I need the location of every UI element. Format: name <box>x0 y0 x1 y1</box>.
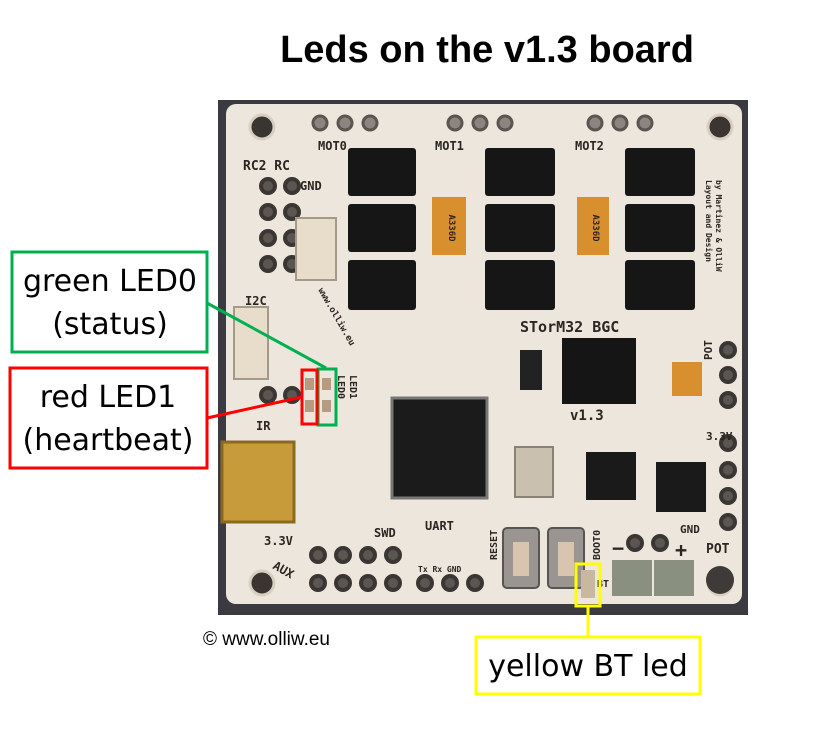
motor-drivers <box>348 148 695 310</box>
label-boot0: BOOT0 <box>592 530 603 560</box>
label-minus: − <box>612 536 624 560</box>
label-v33-right: 3.3V <box>706 430 733 443</box>
label-line1: yellow BT led <box>488 649 688 684</box>
label-i2c: I2C <box>245 294 267 308</box>
label-uart: UART <box>425 519 454 533</box>
label-line1: green LED0 <box>23 264 197 299</box>
copyright: © www.olliw.eu <box>203 629 330 650</box>
board-name: STorM32 BGC <box>520 318 619 336</box>
label-gnd: GND <box>300 179 322 193</box>
label-cap: A336D <box>446 214 456 242</box>
led1-highlight <box>300 368 319 426</box>
label-pot-top: POT <box>702 340 715 360</box>
label-uart-pins: Tx Rx GND <box>418 565 462 574</box>
label-plus: + <box>675 538 687 562</box>
board-photo: A336D A336D <box>218 100 748 615</box>
label-rc: RC2 RC <box>243 159 290 174</box>
label-gnd-right: GND <box>680 523 700 536</box>
callout-green-led0: green LED0 (status) <box>10 250 338 427</box>
label-mot1: MOT1 <box>435 139 464 153</box>
label-cap: A336D <box>590 214 600 242</box>
label-swd: SWD <box>374 526 396 540</box>
callout-yellow-bt-led: yellow BT led <box>474 562 702 696</box>
label-bt: BT <box>597 579 609 590</box>
label-ir: IR <box>256 419 271 433</box>
label-design: Layout and Design <box>704 180 714 262</box>
label-mot0: MOT0 <box>318 139 347 153</box>
label-pot: POT <box>706 542 730 557</box>
label-line2: (status) <box>52 307 168 342</box>
label-led0: LED0 <box>335 375 346 399</box>
label-design2: by Martinez & OlliW <box>714 180 724 272</box>
label-led1: LED1 <box>347 375 358 399</box>
label-reset: RESET <box>489 530 500 560</box>
label-v33-left: 3.3V <box>264 534 293 548</box>
label-line2: (heartbeat) <box>22 423 193 458</box>
label-mot2: MOT2 <box>575 139 604 153</box>
title: Leds on the v1.3 board <box>280 29 694 71</box>
label-line1: red LED1 <box>40 380 177 415</box>
board-version: v1.3 <box>570 408 604 424</box>
callout-red-led1: red LED1 (heartbeat) <box>8 366 319 470</box>
